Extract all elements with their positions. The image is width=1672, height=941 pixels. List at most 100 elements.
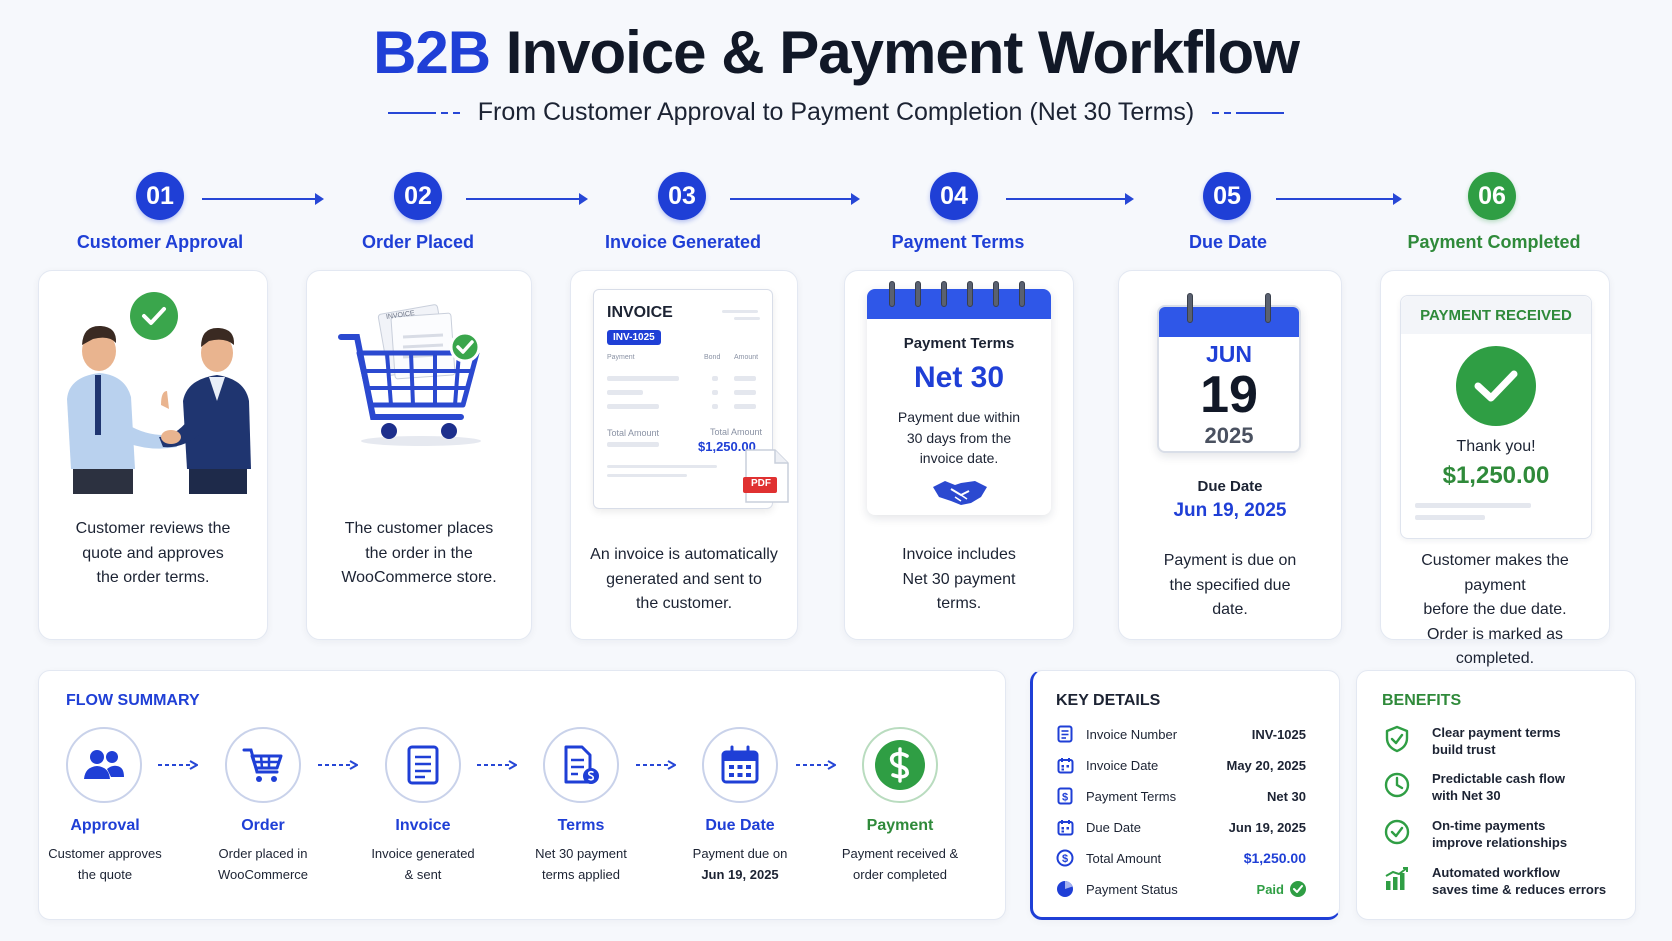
calendar-ring bbox=[915, 281, 921, 307]
payment-received-receipt: PAYMENT RECEIVED Thank you! $1,250.00 bbox=[1400, 295, 1592, 539]
dollar-doc-icon: $ bbox=[1056, 787, 1074, 805]
key-detail-label: Invoice Number bbox=[1086, 726, 1178, 742]
status-icon bbox=[1056, 880, 1074, 898]
invoice-total-amount: $1,250.00 bbox=[698, 439, 756, 454]
invoice-doc-title: INVOICE bbox=[607, 304, 673, 321]
calendar-ring bbox=[993, 281, 999, 307]
svg-text:$: $ bbox=[1062, 792, 1068, 804]
invoice-col-a: Payment bbox=[607, 354, 635, 361]
step-number-1: 01 bbox=[136, 172, 184, 220]
flow-order-circle bbox=[225, 727, 301, 803]
title-main: Invoice & Payment Workflow bbox=[505, 19, 1300, 86]
flow-arrow bbox=[636, 760, 676, 770]
calendar-ring bbox=[1019, 281, 1025, 307]
invoice-document: INVOICE INV-1025 Payment Bond Amount Tot… bbox=[593, 289, 773, 509]
flow-label-due-date: Due Date bbox=[705, 817, 775, 834]
thank-you-text: Thank you! bbox=[1456, 438, 1536, 455]
flow-due-date-circle bbox=[702, 727, 778, 803]
key-detail-label: Payment Terms bbox=[1086, 788, 1177, 804]
clock-icon bbox=[1382, 770, 1412, 800]
net30-big: Net 30 bbox=[913, 361, 1005, 394]
shield-check-icon bbox=[1382, 724, 1412, 754]
step-arrow-3 bbox=[730, 193, 860, 205]
calendar-icon bbox=[721, 745, 759, 784]
key-details-title: KEY DETAILS bbox=[1056, 692, 1161, 709]
invoice-total-label-right: Total Amount bbox=[710, 427, 763, 437]
card-payment-completed: PAYMENT RECEIVED Thank you! $1,250.00 Cu… bbox=[1380, 270, 1610, 667]
invoice-total-label: Total Amount bbox=[607, 428, 660, 438]
key-detail-label: Due Date bbox=[1086, 819, 1141, 835]
page-subtitle: From Customer Approval to Payment Comple… bbox=[477, 98, 1195, 126]
cart-icon bbox=[242, 748, 283, 782]
key-detail-total-amount: $ Total Amount $1,250.00 bbox=[1056, 848, 1306, 868]
key-detail-payment-status: Payment Status Paid bbox=[1056, 879, 1306, 899]
card-invoice-generated: INVOICE INV-1025 Payment Bond Amount Tot… bbox=[570, 270, 798, 640]
calendar-ring bbox=[967, 281, 973, 307]
step-label-4: Payment Terms bbox=[891, 232, 1025, 252]
terms-document-icon bbox=[564, 745, 599, 784]
pdf-file-icon bbox=[743, 449, 789, 503]
key-detail-value: Jun 19, 2025 bbox=[1228, 819, 1306, 835]
check-circle-icon bbox=[1382, 817, 1412, 847]
key-detail-value: Net 30 bbox=[1266, 788, 1306, 804]
flow-label-terms: Terms bbox=[557, 817, 605, 834]
step-arrow-5 bbox=[1276, 193, 1402, 205]
key-detail-value: Paid bbox=[1257, 881, 1306, 897]
step-arrow-4 bbox=[1006, 193, 1134, 205]
step-label-3: Invoice Generated bbox=[604, 232, 762, 252]
invoice-number-badge: INV-1025 bbox=[607, 330, 661, 345]
key-detail-value: May 20, 2025 bbox=[1226, 757, 1306, 773]
key-detail-value: INV-1025 bbox=[1251, 726, 1306, 742]
flow-label-approval: Approval bbox=[70, 817, 140, 834]
calendar-icon bbox=[1056, 818, 1074, 836]
calendar-month: JUN bbox=[1205, 341, 1252, 367]
key-details-panel bbox=[1030, 670, 1340, 920]
due-date-label: Due Date bbox=[1197, 478, 1263, 495]
step-label-5: Due Date bbox=[1188, 232, 1268, 252]
subtitle-line-left bbox=[387, 111, 460, 114]
key-detail-payment-terms: $ Payment Terms Net 30 bbox=[1056, 786, 1306, 806]
flow-label-payment: Payment bbox=[866, 817, 934, 834]
due-date-value: Jun 19, 2025 bbox=[1173, 500, 1287, 521]
step-label-1: Customer Approval bbox=[76, 232, 244, 252]
calendar-ring bbox=[1265, 293, 1271, 323]
flow-terms-circle bbox=[543, 727, 619, 803]
key-detail-invoice-date: Invoice Date May 20, 2025 bbox=[1056, 755, 1306, 775]
calendar-ring bbox=[889, 281, 895, 307]
calendar-day: 19 bbox=[1200, 366, 1258, 424]
step-number-6: 06 bbox=[1468, 172, 1516, 220]
key-detail-value: $1,250.00 bbox=[1243, 850, 1306, 866]
flow-label-invoice: Invoice bbox=[395, 817, 451, 834]
page-title: B2B Invoice & Payment Workflow bbox=[0, 18, 1672, 87]
flow-desc-payment: Payment received &order completed bbox=[841, 846, 959, 882]
document-icon bbox=[407, 745, 439, 785]
calendar-icon bbox=[1056, 756, 1074, 774]
approval-check-icon bbox=[130, 292, 178, 340]
net30-heading: Payment Terms bbox=[903, 335, 1015, 352]
flow-summary-panel bbox=[38, 670, 1006, 920]
step-arrow-1 bbox=[202, 193, 324, 205]
step-number-4: 04 bbox=[930, 172, 978, 220]
dollar-icon bbox=[875, 740, 925, 790]
handshake-icon bbox=[933, 481, 987, 505]
bar-chart-icon bbox=[1382, 864, 1412, 894]
subtitle-line-right bbox=[1212, 111, 1285, 114]
step-label-2: Order Placed bbox=[361, 232, 475, 252]
flow-invoice-circle bbox=[385, 727, 461, 803]
due-date-calendar: JUN 19 2025 bbox=[1157, 305, 1301, 453]
step-number-3: 03 bbox=[658, 172, 706, 220]
